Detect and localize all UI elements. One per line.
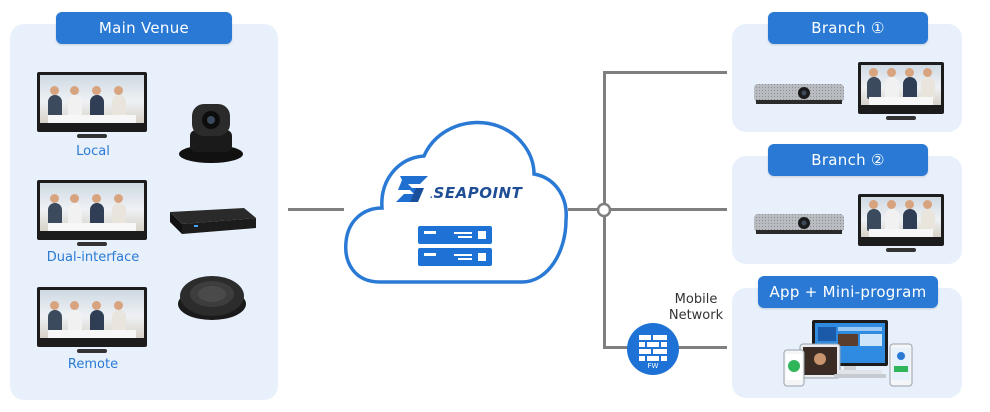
seapoint-brand: .SEAPOINT	[430, 184, 523, 202]
tv-monitor	[37, 180, 147, 246]
branch-2-title: Branch ②	[768, 144, 928, 176]
seapoint-brand-text: SEAPOINT	[433, 184, 523, 202]
firewall-label: FW	[647, 362, 659, 370]
branch-1-title: Branch ①	[768, 12, 928, 44]
mobile-network-line2: Network	[668, 308, 724, 323]
multi-device-icon	[783, 320, 913, 387]
video-bar-icon	[754, 84, 844, 104]
firewall-icon	[627, 323, 679, 375]
junction-node-icon	[596, 202, 612, 218]
connector-line	[610, 208, 727, 211]
speakerphone-icon	[178, 276, 246, 320]
ptz-camera-icon	[179, 104, 243, 163]
connector-line	[568, 208, 604, 211]
local-label: Local	[76, 144, 110, 159]
remote-label: Remote	[67, 357, 119, 372]
mobile-network-label: Mobile Network	[660, 292, 732, 324]
server-icon	[418, 226, 492, 266]
tv-monitor	[858, 62, 944, 120]
connector-line	[603, 71, 727, 74]
tv-monitor	[37, 72, 147, 138]
video-bar-icon	[754, 214, 844, 234]
seapoint-logo-icon	[396, 176, 428, 202]
tv-monitor	[37, 287, 147, 353]
main-venue-title: Main Venue	[56, 12, 232, 44]
app-title: App + Mini-program	[758, 276, 938, 308]
cloud-icon	[344, 120, 568, 284]
dual-interface-label: Dual-interface	[46, 250, 140, 265]
connector-line	[288, 208, 344, 211]
tv-monitor	[858, 194, 944, 252]
mobile-network-line1: Mobile	[674, 292, 718, 307]
codec-box-icon	[170, 208, 256, 234]
